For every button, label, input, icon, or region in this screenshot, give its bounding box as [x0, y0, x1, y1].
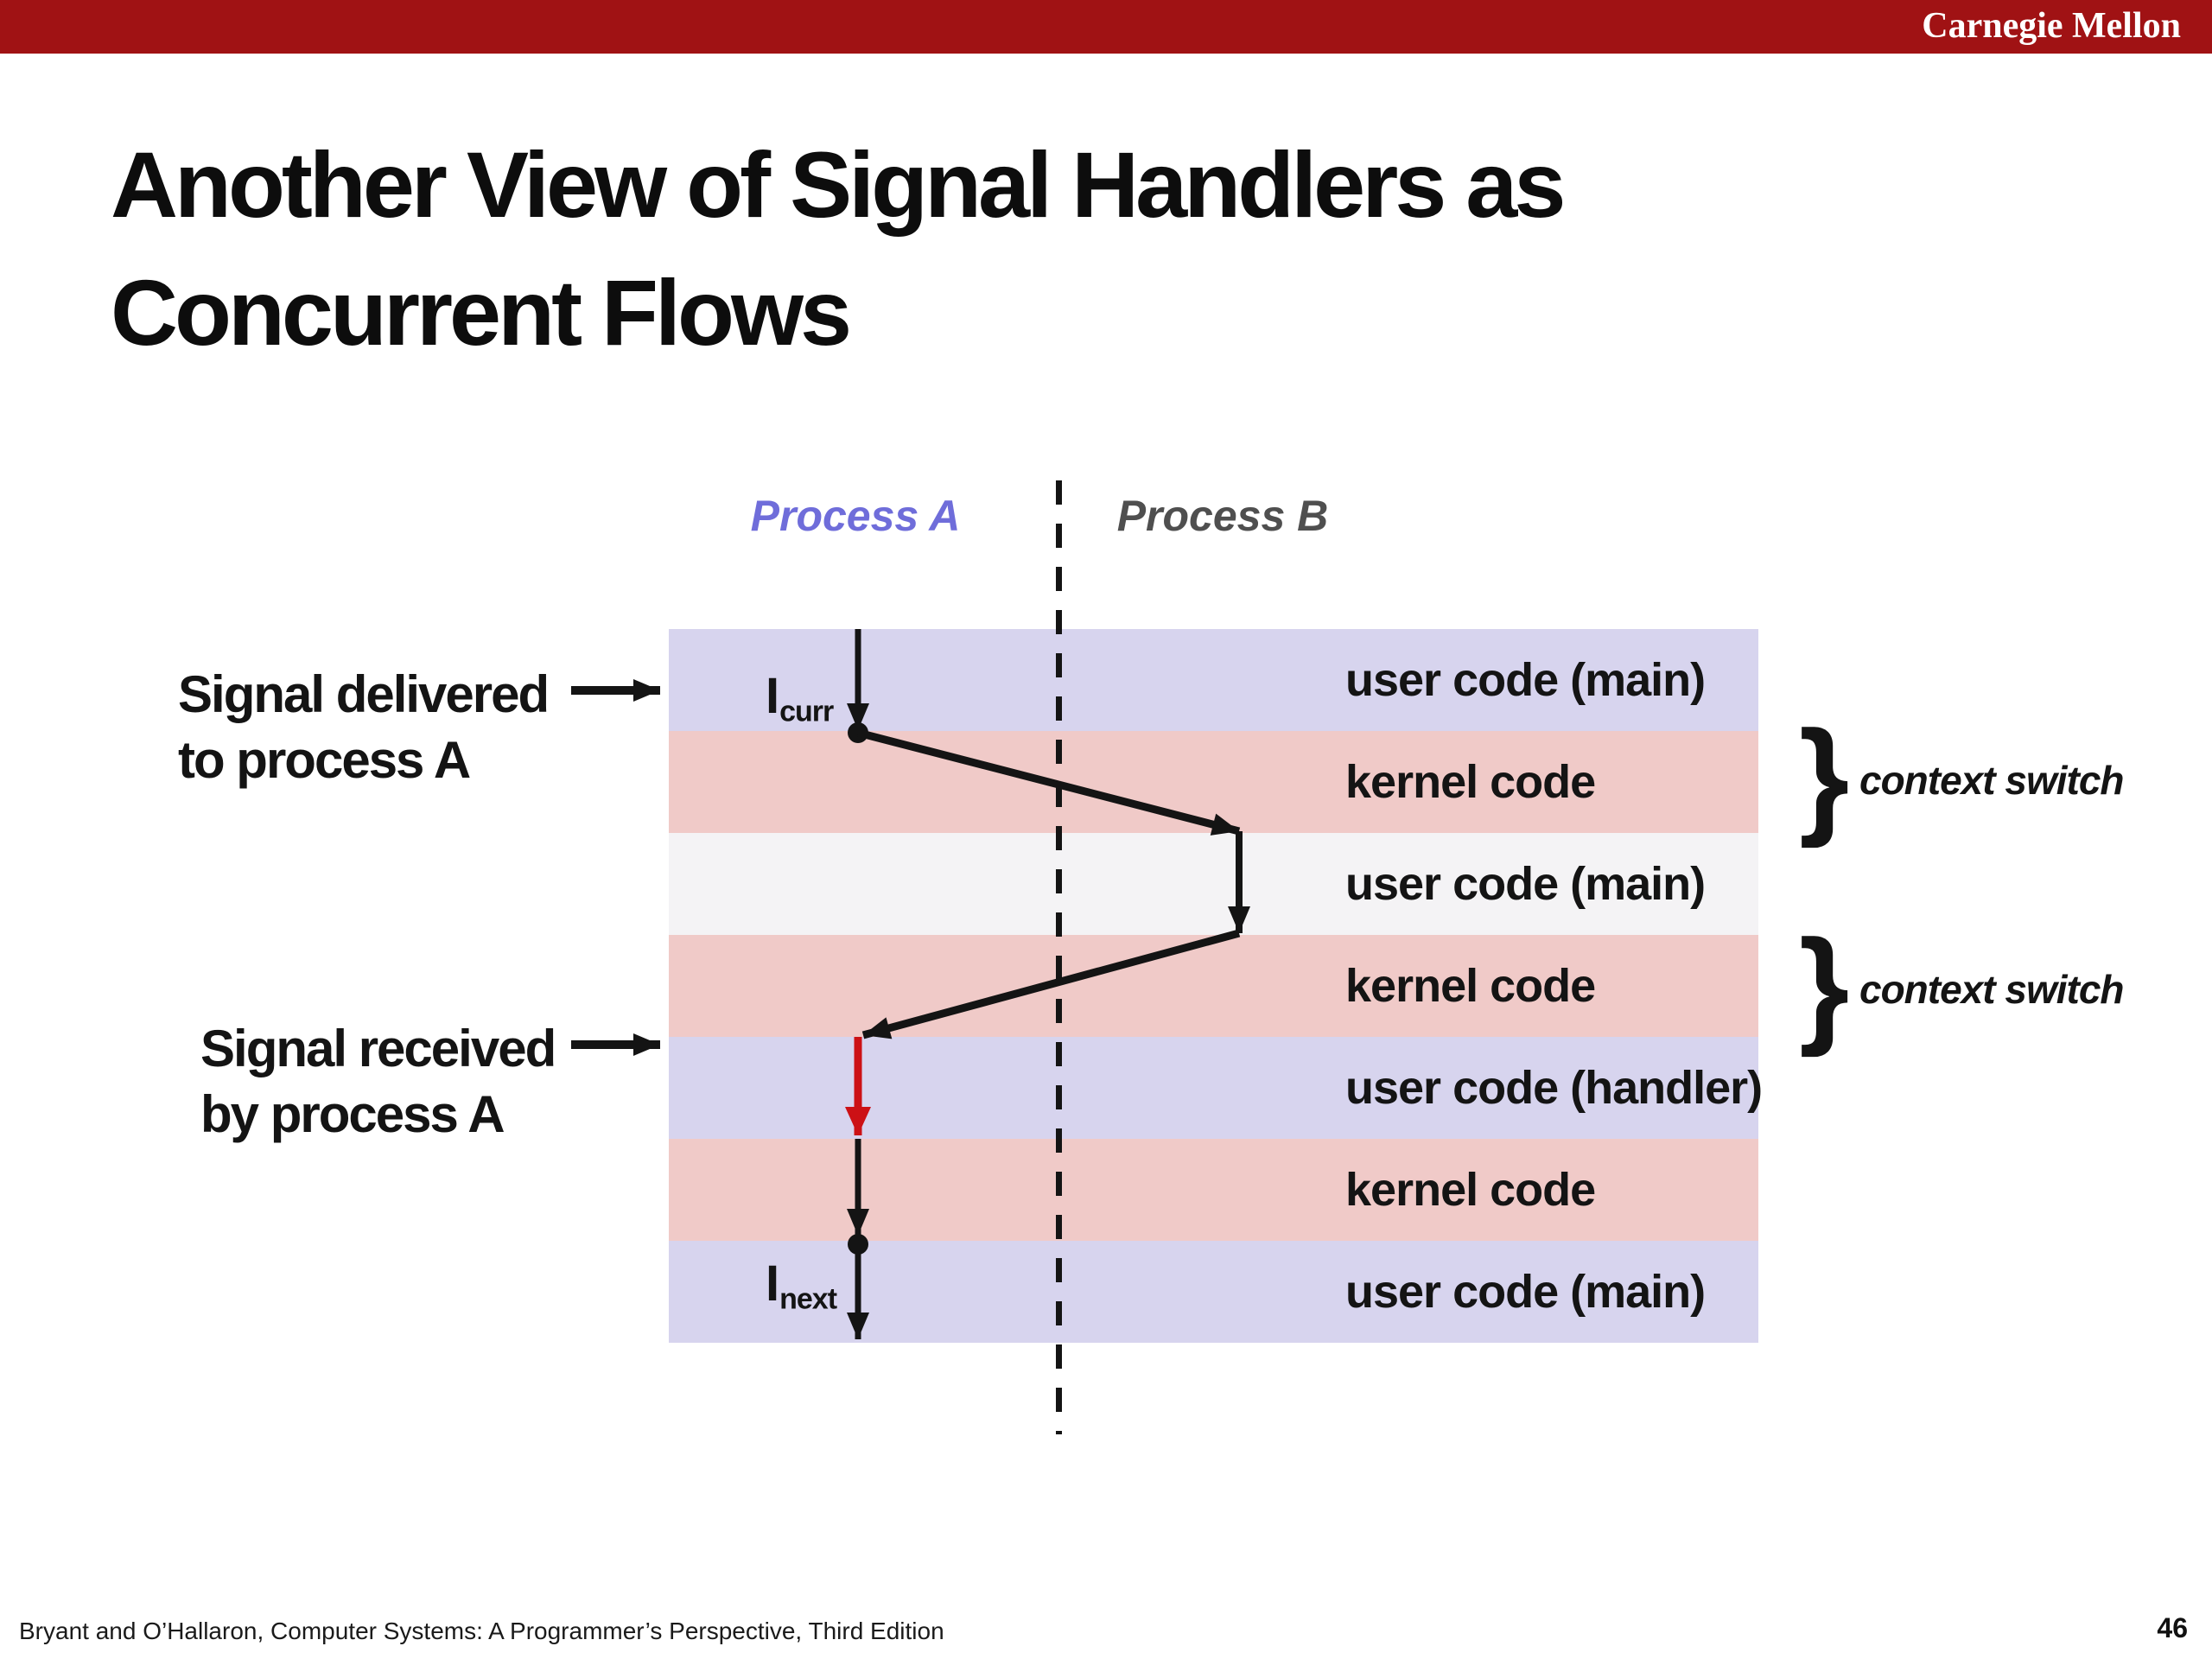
- flow-arrow-switch-to-b: [856, 728, 1241, 836]
- header-bar: Carnegie Mellon: [0, 0, 2212, 54]
- icurr-base: I: [766, 668, 780, 724]
- flow-arrow-switch-to-a: [861, 929, 1241, 1039]
- band-label: user code (main): [1345, 654, 1706, 706]
- band-label: user code (handler): [1345, 1062, 1763, 1114]
- band-row: user code (main): [669, 833, 1758, 935]
- signal-delivered-line1: Signal delivered: [178, 665, 550, 723]
- context-switch-brace-1: }: [1799, 703, 1850, 849]
- signal-received-label: Signal received by process A: [200, 1016, 556, 1147]
- band-row: user code (main): [669, 629, 1758, 731]
- band-label: kernel code: [1345, 756, 1596, 808]
- band-label: kernel code: [1345, 1164, 1596, 1216]
- page-title-line1: Another View of Signal Handlers as: [111, 132, 1566, 237]
- inext-subscript: next: [779, 1282, 837, 1316]
- inext-base: I: [766, 1255, 780, 1312]
- page-number: 46: [2157, 1612, 2188, 1643]
- signal-delivered-line2: to process A: [178, 731, 471, 789]
- signal-delivered-label: Signal delivered to process A: [178, 662, 550, 793]
- footer-citation: Bryant and O’Hallaron, Computer Systems:…: [19, 1618, 944, 1644]
- signal-received-line1: Signal received: [200, 1020, 556, 1077]
- band-row: user code (main): [669, 1241, 1758, 1343]
- band-label: user code (main): [1345, 858, 1706, 910]
- process-b-header: Process B: [1116, 492, 1329, 540]
- context-switch-label-1: context switch: [1859, 758, 2125, 803]
- page-title: Another View of Signal Handlers as Concu…: [111, 121, 1566, 377]
- context-switch-brace-2: }: [1799, 912, 1850, 1058]
- icurr-label: Icurr: [766, 667, 834, 729]
- band-label: user code (main): [1345, 1266, 1706, 1318]
- icurr-subscript: curr: [779, 695, 834, 728]
- process-a-header: Process A: [750, 492, 961, 540]
- page-title-line2: Concurrent Flows: [111, 260, 852, 365]
- process-divider-dashed-line: [1056, 480, 1062, 1434]
- band-label: kernel code: [1345, 960, 1596, 1012]
- brand-logo-text: Carnegie Mellon: [1922, 6, 2181, 46]
- context-switch-label-2: context switch: [1859, 967, 2125, 1012]
- signal-received-line2: by process A: [200, 1085, 505, 1143]
- inext-label: Inext: [766, 1255, 837, 1317]
- band-row: kernel code: [669, 935, 1758, 1037]
